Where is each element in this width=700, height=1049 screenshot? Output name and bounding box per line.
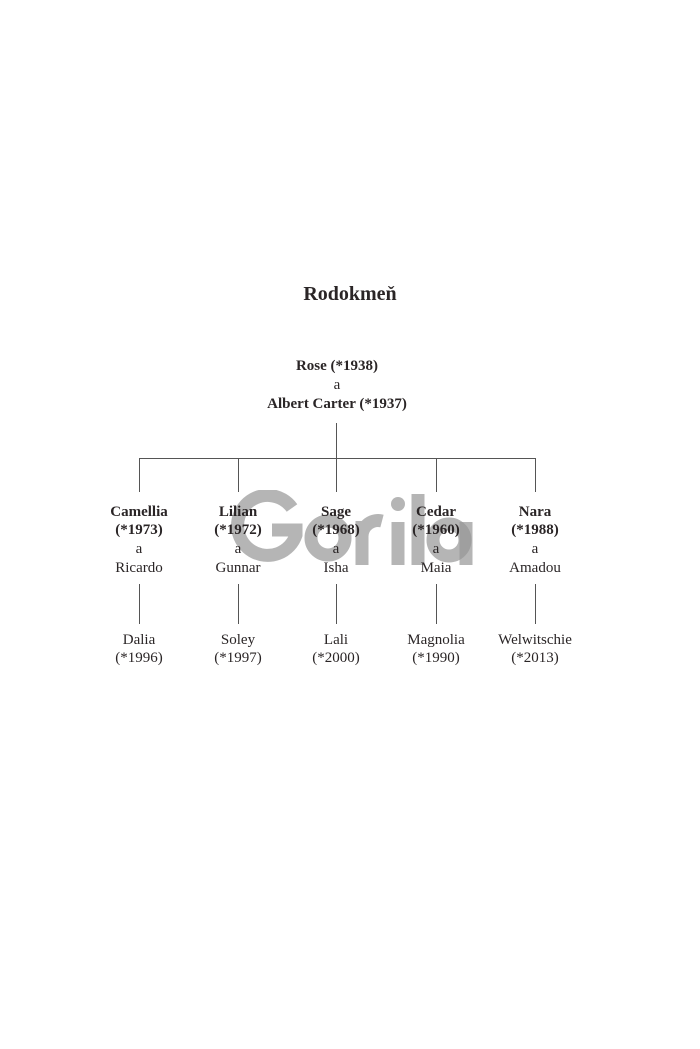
grandchild-name: Magnolia (407, 632, 465, 648)
grandchild-birth-year: (*1997) (214, 650, 262, 666)
grandchild-name: Dalia (122, 632, 156, 648)
grandchild-birth-year: (*2013) (511, 650, 559, 666)
child-partner: Amadou (509, 560, 561, 576)
child-connector-line (238, 458, 239, 492)
grandchild-name: Lali (323, 632, 349, 648)
child-conjunction: a (234, 541, 242, 557)
child-partner: Isha (323, 560, 349, 576)
child-name: Camellia (110, 504, 168, 520)
root-person-1: Rose (*1938) (295, 358, 379, 374)
child-birth-year: (*1960) (412, 522, 460, 538)
child-connector-line (336, 458, 337, 492)
grandchild-connector-line (336, 584, 337, 624)
child-partner: Maia (420, 560, 452, 576)
child-birth-year: (*1973) (115, 522, 163, 538)
child-partner: Gunnar (215, 560, 261, 576)
child-conjunction: a (432, 541, 440, 557)
child-name: Lilian (218, 504, 258, 520)
child-conjunction: a (135, 541, 143, 557)
grandchild-connector-line (535, 584, 536, 624)
grandchild-connector-line (139, 584, 140, 624)
grandchild-birth-year: (*1996) (115, 650, 163, 666)
child-name: Sage (321, 504, 351, 520)
child-connector-line (535, 458, 536, 492)
child-partner: Ricardo (115, 560, 163, 576)
child-name: Nara (518, 504, 552, 520)
grandchild-name: Soley (220, 632, 256, 648)
child-name: Cedar (416, 504, 456, 520)
grandchild-name: Welwitschie (498, 632, 572, 648)
sibling-connector-line (139, 458, 536, 459)
grandchild-birth-year: (*2000) (312, 650, 360, 666)
child-birth-year: (*1988) (511, 522, 559, 538)
grandchild-connector-line (436, 584, 437, 624)
child-birth-year: (*1968) (312, 522, 360, 538)
root-person-2: Albert Carter (*1937) (267, 396, 407, 412)
grandchild-birth-year: (*1990) (412, 650, 460, 666)
grandchild-connector-line (238, 584, 239, 624)
root-connector-line (336, 423, 337, 492)
root-conjunction: a (333, 377, 341, 393)
child-conjunction: a (531, 541, 539, 557)
child-birth-year: (*1972) (214, 522, 262, 538)
child-connector-line (436, 458, 437, 492)
child-conjunction: a (332, 541, 340, 557)
child-connector-line (139, 458, 140, 492)
page-title: Rodokmeň (303, 283, 397, 305)
